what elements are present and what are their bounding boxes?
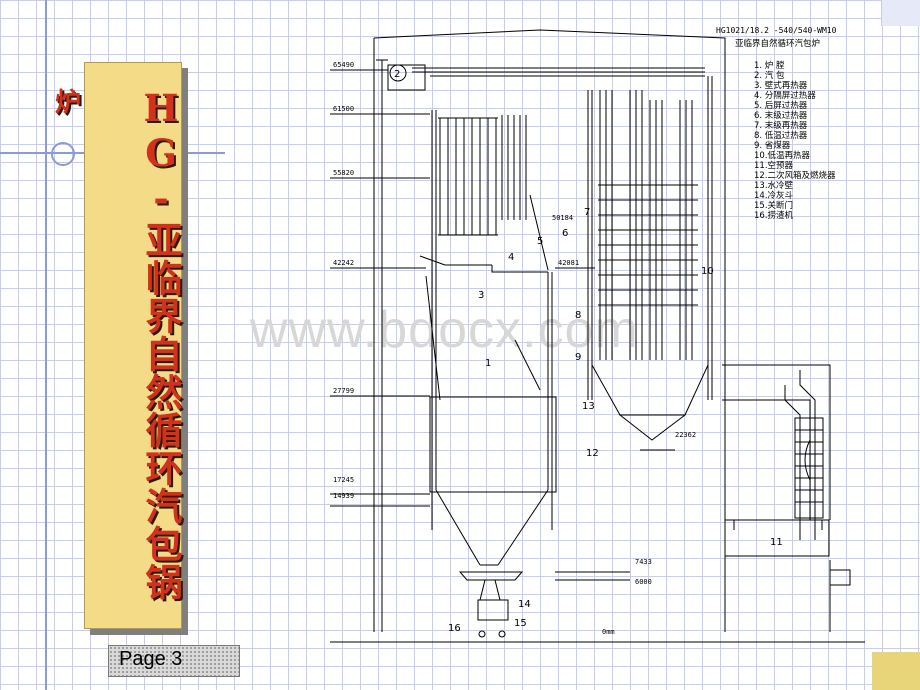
callout-number: 7 [584, 207, 590, 218]
callout-number: 2 [394, 69, 400, 80]
legend-item: 14.冷灰斗 [754, 190, 794, 201]
flue-duct [722, 364, 831, 520]
diagram-model: HG1021/18.2 -540/540-WM10 [716, 26, 837, 35]
callout-number: 3 [478, 290, 484, 301]
elevation-label: 17245 [333, 476, 354, 484]
convection-banks [598, 90, 698, 360]
burner-windbox [429, 396, 557, 493]
callout-number: 13 [582, 401, 595, 412]
page-label: Page 3 [119, 648, 183, 670]
title-side-character: 炉 [55, 88, 82, 118]
callout-number: 6 [562, 228, 568, 239]
margin-ring-icon [51, 142, 75, 166]
legend-item: 15.关断门 [754, 200, 793, 211]
legend-item: 9. 省煤器 [754, 140, 791, 151]
elevation-label: 61500 [333, 105, 354, 113]
elevation-label: 7433 [635, 558, 652, 566]
callout-number: 8 [575, 310, 581, 321]
legend-item: 8. 低温过热器 [754, 130, 808, 141]
elevation-label: 27799 [333, 387, 354, 395]
callout-number: 10 [701, 266, 714, 277]
callout-number: 4 [508, 252, 514, 263]
furnace-nose [491, 194, 549, 273]
elevation-label: 65490 [333, 61, 354, 69]
corner-decoration-bottom [872, 652, 920, 690]
elevation-label: 22362 [675, 431, 696, 439]
legend-item: 16.捞渣机 [754, 210, 794, 221]
elevation-label: 42081 [558, 259, 579, 267]
diagram-legend: 1. 炉 膛 2. 汽 包 3. 壁式再热器 4. 分隔屏过热器 5. 后屏过热… [754, 60, 836, 221]
elevation-label: 6000 [635, 578, 652, 586]
ash-hopper [435, 489, 549, 566]
elevation-label: 50184 [552, 214, 573, 222]
callout-number: 16 [448, 623, 461, 634]
boiler-diagram: 65490 61500 55820 42242 42081 50184 2779… [330, 26, 865, 643]
legend-item: 7. 末级再热器 [754, 120, 808, 131]
slag-conveyor [477, 599, 509, 621]
legend-item: 6. 末级过热器 [754, 110, 808, 121]
title-card: HG-亚临界自然循环汽包锅 [84, 62, 183, 629]
callout-number: 11 [770, 537, 783, 548]
elevation-label: 0mm [602, 628, 615, 636]
elevation-label: 55820 [333, 169, 354, 177]
legend-item: 10.低温再热器 [754, 150, 811, 161]
notebook-margin-line [45, 0, 47, 690]
slide-title: HG-亚临界自然循环汽包锅 [139, 85, 183, 601]
air-preheater [724, 519, 830, 557]
callout-number: 14 [518, 599, 531, 610]
callout-number: 15 [514, 618, 527, 629]
legend-item: 1. 炉 膛 [754, 60, 785, 71]
superheater-panels [438, 117, 498, 236]
page-indicator: Page 3 [108, 645, 240, 677]
economizer-hopper [591, 364, 709, 441]
elevation-label: 42242 [333, 259, 354, 267]
legend-item: 12.二次风箱及燃烧器 [754, 170, 836, 181]
callout-number: 9 [575, 352, 581, 363]
furnace-right-wall [547, 272, 553, 490]
legend-item: 2. 汽 包 [754, 70, 785, 81]
building-outline [373, 29, 726, 632]
legend-item: 4. 分隔屏过热器 [754, 90, 816, 101]
legend-item: 3. 壁式再热器 [754, 80, 808, 91]
elevation-label: 14939 [333, 492, 354, 500]
diagram-name: 亚临界自然循环汽包炉 [735, 38, 820, 49]
callout-number: 5 [537, 236, 543, 247]
rear-pass-wall [587, 76, 713, 400]
callout-number: 12 [586, 448, 599, 459]
corner-decoration-top [881, 0, 920, 26]
furnace-left-wall [431, 110, 437, 490]
callout-number: 1 [485, 358, 491, 369]
legend-item: 5. 后屏过热器 [754, 100, 808, 111]
legend-item: 11.空预器 [754, 160, 794, 171]
legend-item: 13.水冷壁 [754, 180, 794, 191]
watermark: www.bdocx.com [250, 301, 639, 359]
